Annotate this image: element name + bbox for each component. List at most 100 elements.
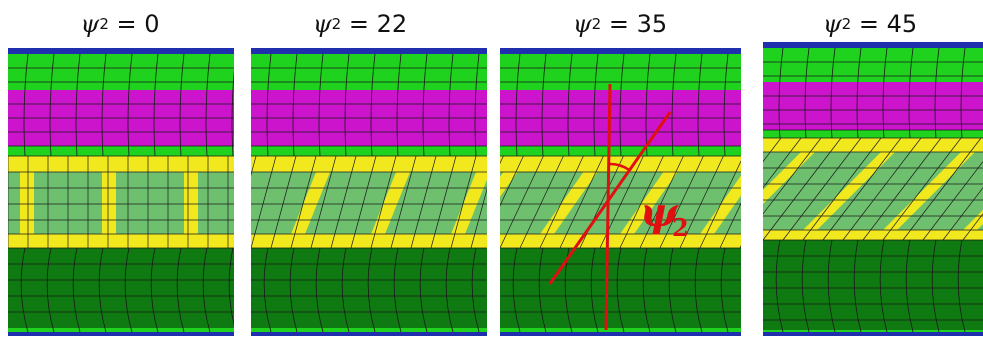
mesh-line-v [315, 247, 324, 333]
mesh-line-v [445, 247, 454, 333]
mesh-line-slant [539, 155, 584, 249]
mesh-line-v [879, 239, 888, 333]
mesh-line-v [98, 247, 107, 333]
mesh-line-v [853, 239, 862, 333]
mesh-line-v [567, 53, 573, 157]
mesh-line-v [101, 53, 107, 157]
psi-subscript: 2 [591, 15, 602, 33]
mesh-line-v [127, 53, 133, 157]
mesh-line-slant [350, 155, 377, 249]
mesh-line-slant [290, 155, 317, 249]
mesh-line-v [150, 247, 159, 333]
mesh-line-slant [763, 137, 782, 163]
psi-subscript: 2 [331, 15, 342, 33]
mesh-line-slant [822, 137, 902, 241]
yellow-strut [20, 172, 34, 234]
mesh-line-v [49, 53, 55, 157]
mesh-line-v [75, 53, 81, 157]
mesh-line-v [474, 53, 480, 157]
mesh-line-slant [719, 202, 741, 249]
mesh-panel-22 [251, 48, 487, 336]
mesh-line-slant [519, 155, 564, 249]
mesh-line-v [396, 53, 402, 157]
top-edge-band [500, 48, 741, 54]
lower-green-band [251, 328, 487, 332]
yellow-strut [963, 210, 983, 230]
mesh-line-v [393, 247, 402, 333]
lower-green-band [763, 330, 983, 332]
mesh-line-v [694, 247, 703, 333]
mesh-line-slant [330, 155, 357, 249]
green-separator-band [8, 146, 234, 156]
mesh-line-slant [942, 187, 983, 241]
lower-green-band [8, 328, 234, 332]
mesh-line-v [668, 247, 677, 333]
mesh-line-slant [500, 155, 544, 249]
mesh-line-v [124, 247, 133, 333]
mesh-line-v [367, 247, 376, 333]
mesh-line-slant [763, 137, 822, 215]
mesh-line-slant [782, 137, 862, 241]
angle-label: ψ [640, 189, 679, 236]
mesh-line-v [801, 239, 810, 333]
mesh-line-v [23, 53, 29, 157]
mesh-line-v [318, 53, 324, 157]
mesh-line-v [882, 47, 888, 139]
mesh-line-v [593, 53, 599, 157]
equals-sign: = [851, 10, 887, 38]
mesh-line-v [697, 53, 703, 157]
equals-sign: = [108, 10, 145, 38]
mesh-line-v [515, 53, 521, 157]
psi-subscript: 2 [841, 15, 852, 33]
mesh-panel-35: ψ2 [500, 48, 741, 336]
angle-value: 22 [376, 10, 408, 38]
yellow-strut [540, 172, 598, 234]
top-edge-band [8, 48, 234, 54]
mesh-line-v [957, 239, 966, 333]
mesh-line-slant [270, 155, 297, 249]
mesh-line-v [905, 239, 914, 333]
mesh-line-v [642, 247, 651, 333]
mesh-line-v [341, 247, 350, 333]
green-separator-band [251, 146, 487, 156]
mesh-line-v [202, 247, 211, 333]
top-edge-band [251, 48, 487, 54]
mesh-line-v [228, 247, 234, 326]
bottom-edge-band [500, 332, 741, 336]
angled-axis-line [548, 111, 672, 285]
psi-subscript: 2 [99, 15, 109, 33]
mesh-line-slant [962, 213, 983, 241]
mesh-line-v [512, 247, 521, 333]
dark-green-band [8, 248, 234, 328]
mesh-line-v [292, 53, 298, 157]
mesh-line-slant [390, 155, 417, 249]
mesh-line-v [775, 239, 784, 333]
dark-green-band [500, 248, 741, 328]
mesh-line-v [266, 53, 272, 157]
mesh-line-v [344, 53, 350, 157]
angle-value: 0 [144, 10, 160, 38]
equals-sign: = [341, 10, 377, 38]
reference-axis-line [604, 83, 612, 331]
mesh-line-slant [882, 137, 962, 241]
yellow-strut [763, 152, 815, 204]
mesh-line-v [830, 47, 836, 139]
equals-sign: = [601, 10, 637, 38]
mesh-line-v [176, 247, 185, 333]
mesh-line-slant [802, 137, 882, 241]
yellow-strut [184, 172, 198, 234]
mesh-line-v [720, 247, 729, 333]
mesh-line-slant [310, 155, 337, 249]
mesh-line-v [934, 47, 940, 139]
mesh-line-v [538, 247, 547, 333]
bottom-edge-band [251, 332, 487, 336]
yellow-strut [451, 172, 487, 234]
mesh-line-slant [559, 155, 604, 249]
mesh-line-v [263, 247, 272, 333]
outer-green-band [763, 48, 983, 82]
mesh-line-slant [862, 137, 942, 241]
mesh-line-slant [763, 137, 842, 241]
mesh-line-slant [251, 155, 277, 249]
